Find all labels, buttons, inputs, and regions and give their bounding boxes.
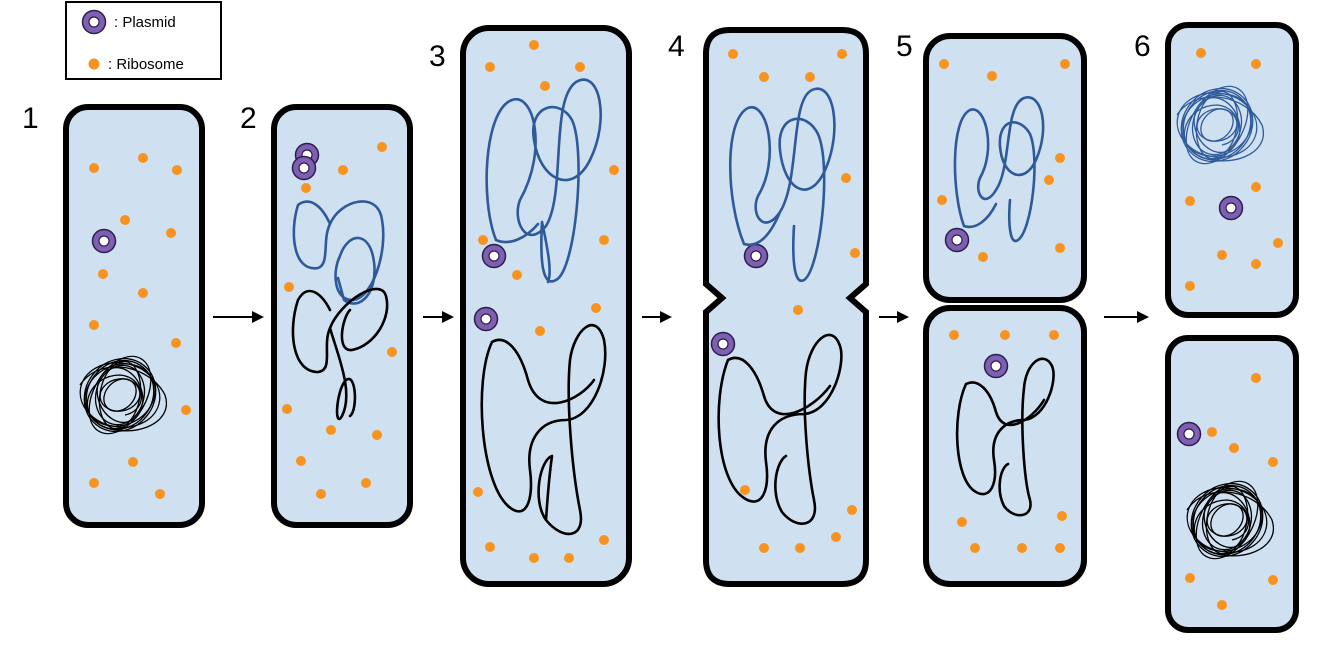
legend: : Plasmid : Ribosome xyxy=(65,1,222,80)
legend-plasmid-label: : Plasmid xyxy=(114,14,176,31)
cell-4-bottom-chromosome xyxy=(717,333,843,525)
cell-5-plasmid-top xyxy=(944,227,970,253)
cell-1-chromosome-tangle xyxy=(79,355,168,435)
step-5-number: 5 xyxy=(896,30,913,63)
cell-1 xyxy=(63,104,205,528)
legend-plasmid-icon xyxy=(81,9,107,35)
cell-3-plasmid-bottom xyxy=(473,306,499,332)
cell-1-membrane xyxy=(63,104,205,528)
arrow-5-to-6 xyxy=(1104,311,1149,323)
step-4-number: 4 xyxy=(668,30,685,63)
cell-6-plasmid-top xyxy=(1218,195,1244,221)
cell-4-plasmid-top xyxy=(743,243,769,269)
cell-2 xyxy=(271,104,413,528)
arrow-3-to-4 xyxy=(642,311,672,323)
cell-3-ribosomes xyxy=(473,40,619,563)
cell-6-top-chromosome-tangle xyxy=(1176,85,1265,165)
cell-2-original-chromosome xyxy=(291,287,389,421)
arrow-2-to-3 xyxy=(423,311,454,323)
cell-6-plasmid-bottom xyxy=(1176,421,1202,447)
arrow-4-to-5 xyxy=(879,311,909,323)
cell-5-ribosomes xyxy=(937,59,1070,553)
cell-6 xyxy=(1165,22,1299,633)
step-2-number: 2 xyxy=(240,102,257,135)
step-6-number: 6 xyxy=(1134,30,1151,63)
cell-4-membrane xyxy=(703,27,869,587)
legend-ribosome-icon xyxy=(88,58,100,70)
cell-3 xyxy=(460,25,632,587)
cell-6-bottom-chromosome-tangle xyxy=(1186,480,1275,560)
cell-3-plasmid-top xyxy=(481,243,507,269)
legend-ribosome-label: : Ribosome xyxy=(108,56,184,73)
cell-6-top-membrane xyxy=(1165,22,1299,318)
cell-4-top-chromosome xyxy=(728,87,836,283)
cell-3-top-chromosome xyxy=(485,78,602,284)
cell-1-plasmid xyxy=(91,228,117,254)
cell-4-ribosomes xyxy=(728,49,860,553)
cell-5-top-chromosome xyxy=(953,96,1045,243)
cell-5-plasmid-bottom xyxy=(983,353,1009,379)
arrow-1-to-2 xyxy=(213,311,264,323)
cell-6-ribosomes xyxy=(1185,48,1283,610)
cell-4 xyxy=(703,27,869,587)
cell-4-plasmid-bottom xyxy=(710,331,736,357)
step-3-number: 3 xyxy=(429,40,446,73)
cell-2-ribosomes xyxy=(282,142,397,499)
cell-3-bottom-chromosome xyxy=(480,324,607,536)
cell-2-plasmid-copy xyxy=(291,155,317,181)
step-1-number: 1 xyxy=(22,102,39,135)
cell-5-bottom-chromosome xyxy=(955,357,1055,517)
cell-3-membrane xyxy=(460,25,632,587)
cell-2-replicated-chromosome xyxy=(292,200,385,305)
cell-5-bottom-membrane xyxy=(923,305,1087,587)
cell-2-membrane xyxy=(271,104,413,528)
cell-5 xyxy=(923,33,1087,587)
cell-1-ribosomes xyxy=(89,153,191,499)
